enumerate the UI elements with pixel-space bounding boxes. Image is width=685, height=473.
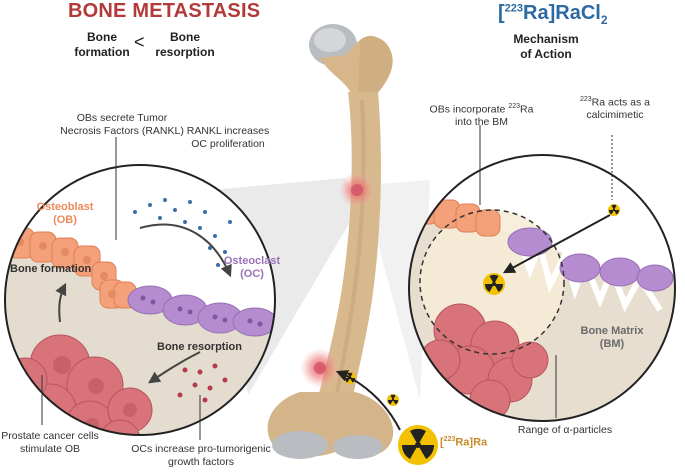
prostate-annotation: Prostate cancer cells stimulate OB	[1, 430, 99, 455]
less-than-symbol: <	[134, 32, 145, 52]
alpha-range-label: Range of α-particles	[517, 424, 613, 436]
radiation-icon-disc	[483, 273, 505, 295]
obs-incorporate-annotation: OBs incorporate 223Ra into the BM	[429, 103, 534, 128]
bone-formation-header: Bone formation	[74, 30, 130, 59]
growth-factor-dots	[177, 363, 228, 403]
right-title: [223Ra]RaCl2	[498, 2, 608, 27]
osteoblast-label: Osteoblast (OB)	[36, 201, 94, 226]
ocs-growth-annotation: OCs increase pro-tumorigenic growth fact…	[131, 443, 271, 468]
radiation-icon-large	[398, 425, 438, 465]
left-title: BONE METASTASIS	[68, 0, 261, 22]
osteoclast-label: Osteoclast (OC)	[223, 255, 281, 280]
rankl-dots	[133, 198, 232, 267]
bone-formation-inner-label: Bone formation	[10, 263, 92, 275]
calcimimetic-annotation: 223Ra acts as a calcimimetic	[579, 96, 651, 121]
rankl-annotation: RANKL increases OC proliferation	[186, 125, 270, 150]
right-zoom-cone	[365, 180, 430, 400]
bone-resorption-inner-label: Bone resorption	[157, 341, 242, 353]
radiation-icon-small-right	[608, 204, 620, 216]
obs-secrete-annotation: OBs secrete Tumor Necrosis Factors (RANK…	[60, 112, 184, 137]
bone-matrix-label: Bone Matrix (BM)	[580, 325, 644, 350]
drug-delivery-arrow	[335, 370, 401, 431]
bone-resorption-header: Bone resorption	[155, 30, 215, 59]
femur-bone	[267, 24, 394, 459]
osteoclast-cells	[127, 285, 275, 337]
mechanism-header: Mechanism of Action	[513, 32, 579, 61]
radiation-icon-small-bone2	[387, 394, 399, 406]
drug-label: [223Ra]Ra	[440, 436, 488, 449]
